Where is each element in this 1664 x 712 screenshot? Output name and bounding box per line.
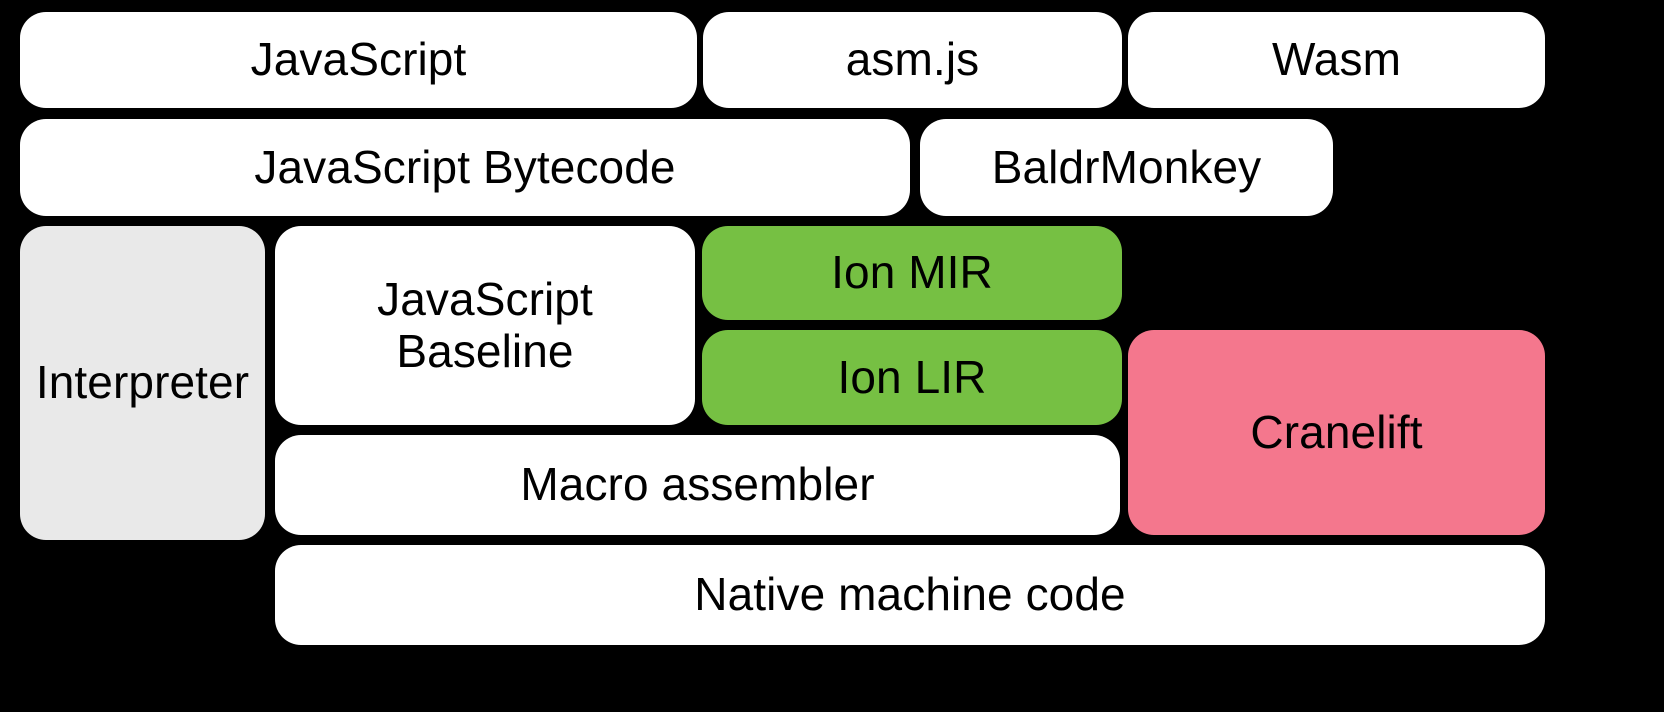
node-ion-mir[interactable]: Ion MIR [702,226,1122,320]
node-interpreter[interactable]: Interpreter [20,226,265,540]
node-javascript-bytecode[interactable]: JavaScript Bytecode [20,119,910,216]
node-asmjs[interactable]: asm.js [703,12,1122,108]
node-javascript-baseline[interactable]: JavaScript Baseline [275,226,695,425]
node-cranelift[interactable]: Cranelift [1128,330,1545,535]
node-javascript[interactable]: JavaScript [20,12,697,108]
node-wasm[interactable]: Wasm [1128,12,1545,108]
node-ion-lir[interactable]: Ion LIR [702,330,1122,425]
node-baldrmonkey[interactable]: BaldrMonkey [920,119,1333,216]
node-macro-assembler[interactable]: Macro assembler [275,435,1120,535]
node-native-machine-code[interactable]: Native machine code [275,545,1545,645]
